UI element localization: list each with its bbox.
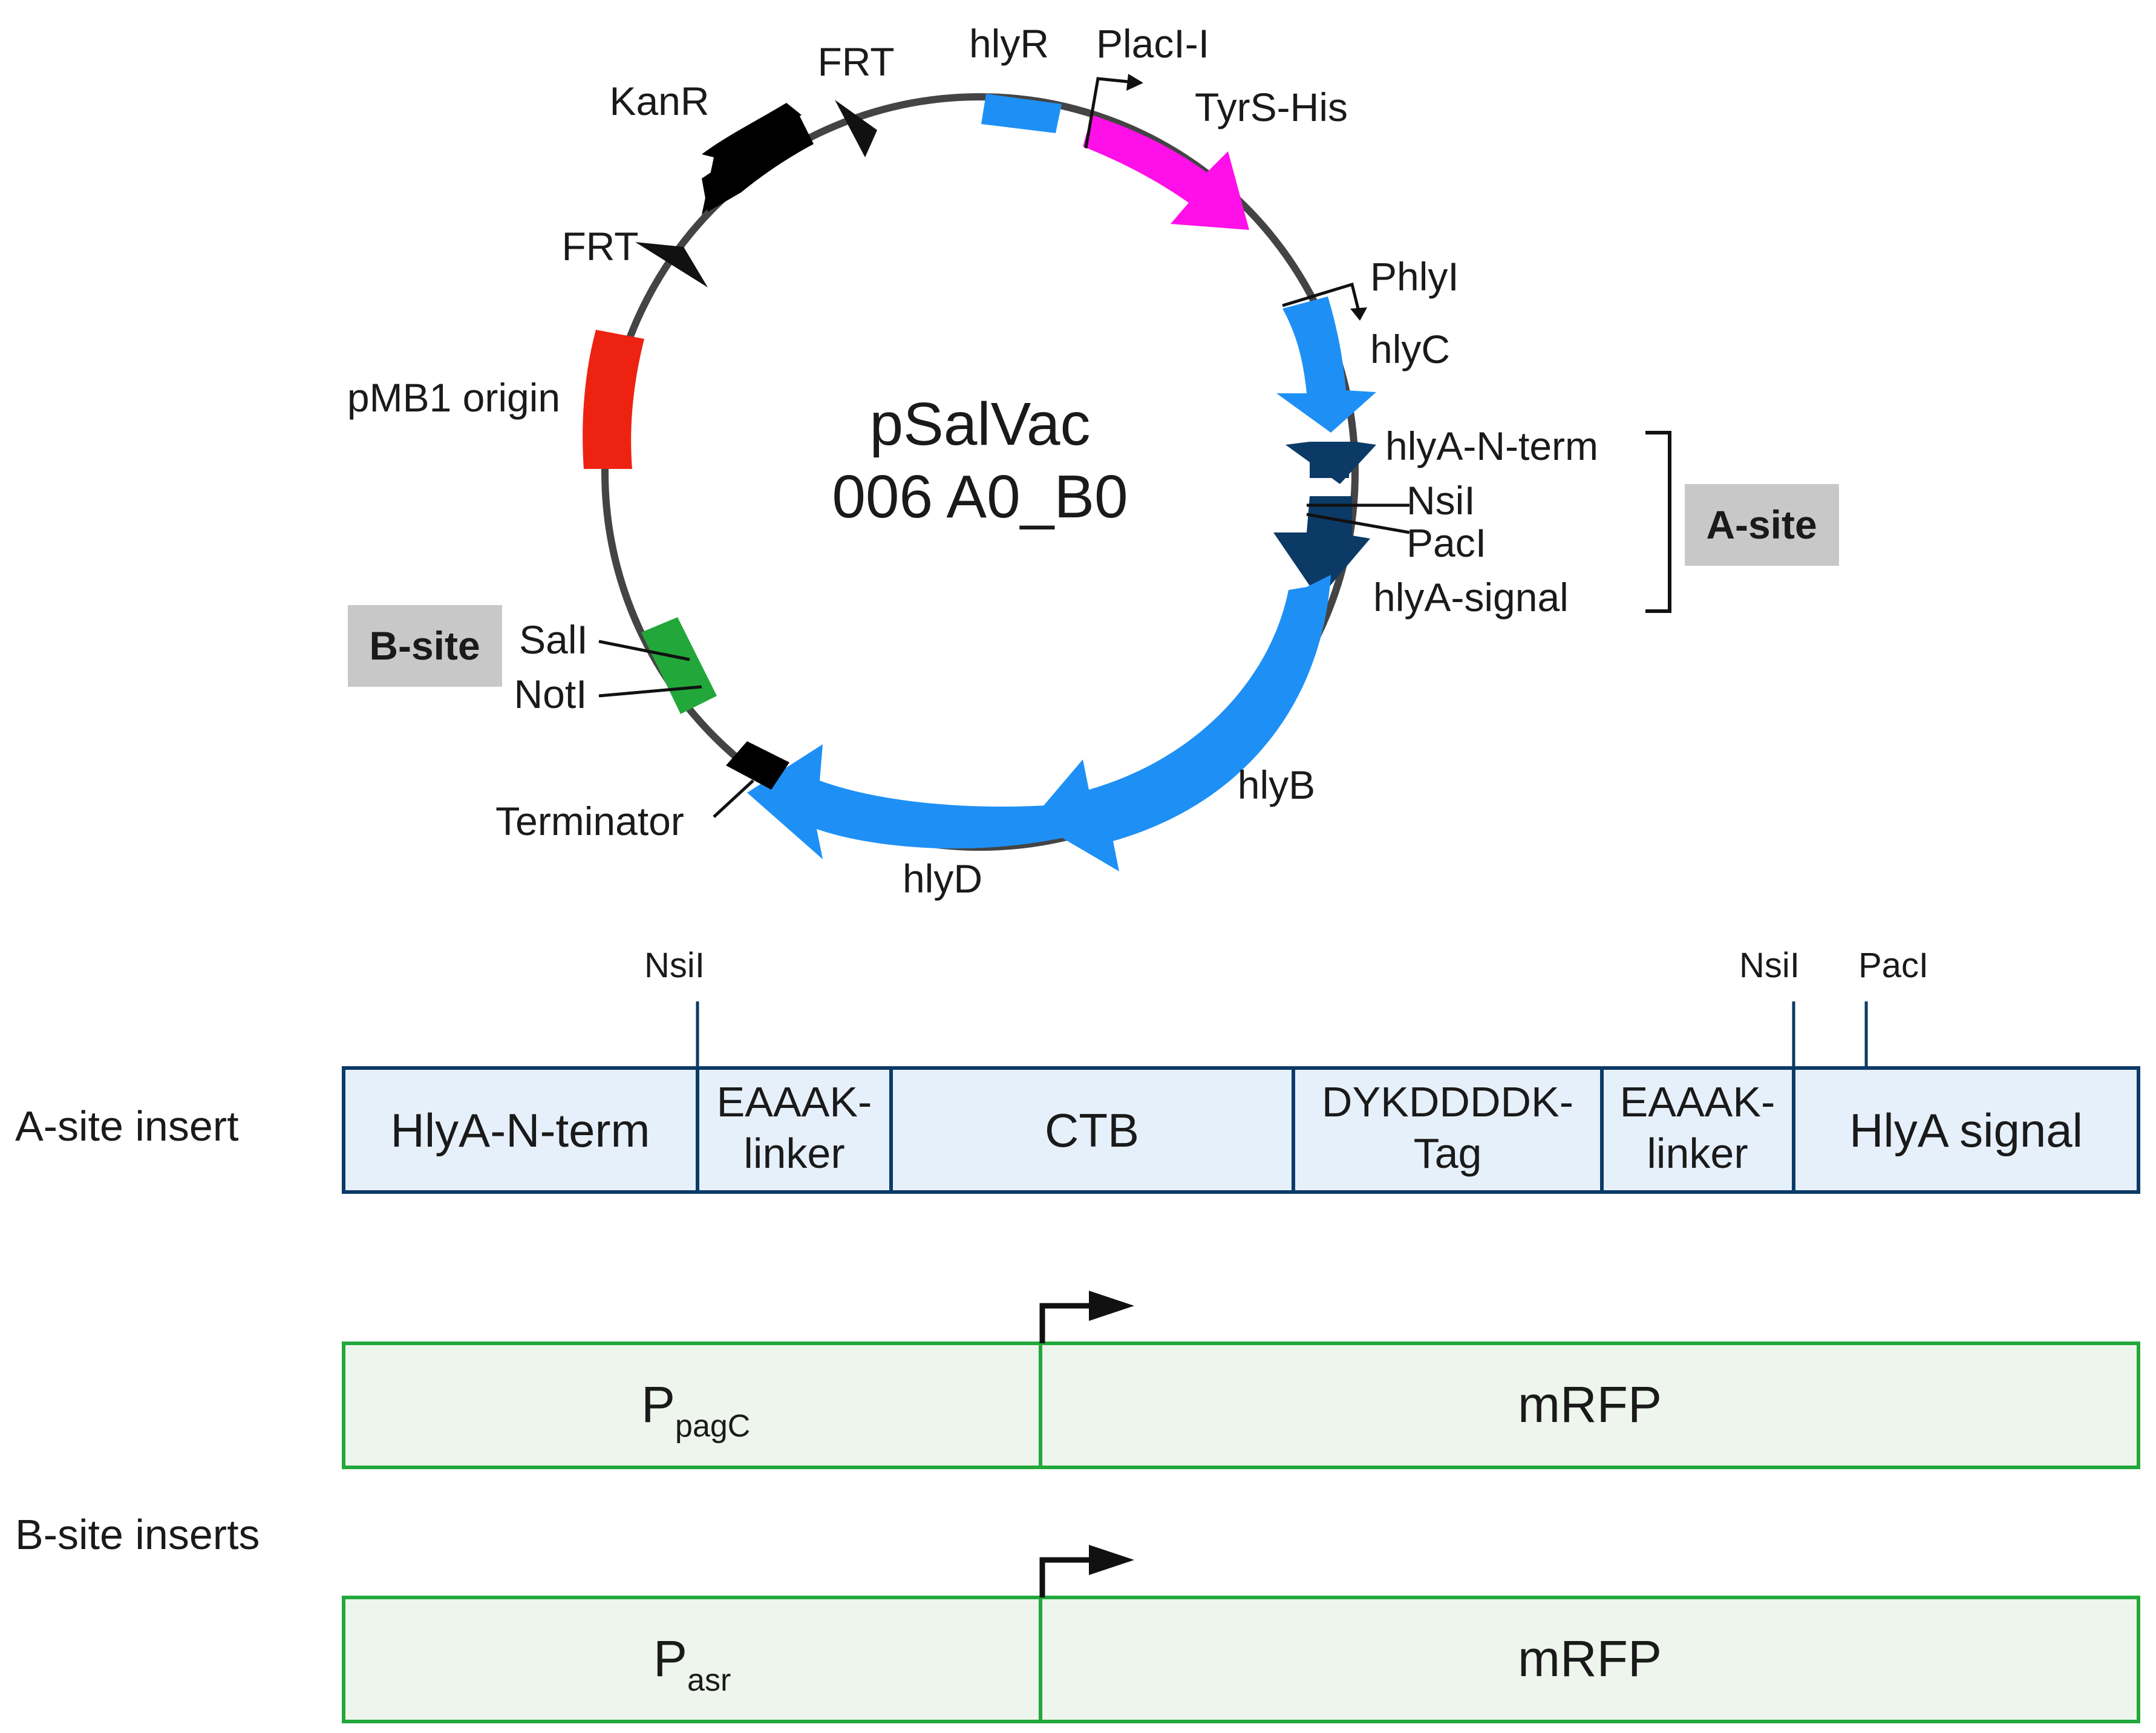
terminator-pointer-line bbox=[713, 779, 754, 818]
phlyI-arrowhead-icon bbox=[1350, 307, 1367, 321]
frt-left-icon bbox=[635, 242, 708, 287]
b2-gene-box bbox=[1039, 1596, 2140, 1723]
kanR-body bbox=[702, 114, 814, 212]
b1-promoter-sub: pagC bbox=[675, 1409, 750, 1444]
label-hlyA-nterm: hlyA-N-term bbox=[1385, 424, 1598, 468]
label-placI: PlacI-I bbox=[1096, 21, 1209, 66]
seg-eaaak2-label-2: linker bbox=[1647, 1130, 1748, 1177]
plasmid-name-line1: pSalVac bbox=[869, 390, 1090, 458]
b2-promoter-label: Pasr bbox=[653, 1630, 731, 1698]
hlyB-feature bbox=[1031, 575, 1331, 871]
label-hlyC: hlyC bbox=[1370, 327, 1450, 372]
plasmid-name-line2: 006 A0_B0 bbox=[832, 463, 1128, 531]
b-site-box bbox=[348, 605, 502, 687]
b2-gene-label: mRFP bbox=[1518, 1630, 1662, 1687]
hlyC-feature bbox=[1276, 296, 1376, 433]
b2-promoter-box bbox=[342, 1596, 1042, 1723]
label-hlyD: hlyD bbox=[903, 856, 982, 901]
placI-arrowhead-icon bbox=[1126, 74, 1143, 91]
cut-nsi-1-label: NsiI bbox=[644, 946, 705, 985]
b-insert-1: PpagC mRFP bbox=[342, 1291, 2140, 1469]
seg-dyk-box bbox=[1292, 1066, 1604, 1194]
tyrS-his-feature bbox=[1083, 115, 1249, 230]
b1-promoter-arrowhead-icon bbox=[1089, 1291, 1134, 1321]
label-pacI: PacI bbox=[1406, 520, 1486, 565]
hlyD-feature bbox=[747, 744, 1062, 859]
plasmid-map: A-site B-site pSalVac 006 A0_B0 hlyR Pla… bbox=[347, 21, 1839, 901]
b-site-label: B-site bbox=[369, 623, 480, 668]
b1-promoter-label: PpagC bbox=[641, 1376, 750, 1444]
seg-hlya-nterm-label: HlyA-N-term bbox=[391, 1104, 650, 1157]
b1-promoter-arrow-icon bbox=[1039, 1303, 1095, 1343]
a-site-label: A-site bbox=[1706, 502, 1817, 547]
b2-promoter-arrow-icon bbox=[1039, 1557, 1095, 1597]
seg-eaaak2-box bbox=[1600, 1066, 1795, 1194]
label-frt-top: FRT bbox=[817, 39, 894, 84]
a-site-insert: A-site insert NsiI NsiI PacI HlyA-N-term… bbox=[15, 946, 2140, 1194]
seg-eaaak1-label-1: EAAAK- bbox=[717, 1078, 872, 1125]
hlyR-feature bbox=[981, 94, 1062, 133]
b1-promoter-main: P bbox=[641, 1376, 675, 1433]
label-hlyB: hlyB bbox=[1238, 762, 1315, 807]
hlyA-nterm-body bbox=[1310, 460, 1349, 478]
label-notI: NotI bbox=[514, 672, 587, 716]
label-salI: SalI bbox=[519, 617, 588, 662]
seg-hlya-signal-box bbox=[1792, 1066, 2140, 1194]
a-site-box bbox=[1685, 484, 1839, 566]
label-phlyI: PhlyI bbox=[1370, 254, 1459, 299]
b2-promoter-main: P bbox=[653, 1630, 687, 1687]
b-inserts-row-label: B-site inserts bbox=[15, 1511, 260, 1558]
b1-gene-label: mRFP bbox=[1518, 1376, 1662, 1433]
seg-hlya-signal-label: HlyA signal bbox=[1849, 1104, 2083, 1157]
b1-gene-box bbox=[1039, 1342, 2140, 1469]
pacI-site-line bbox=[1306, 513, 1410, 534]
label-terminator: Terminator bbox=[495, 799, 684, 844]
seg-hlya-nterm-box bbox=[342, 1066, 699, 1194]
seg-ctb-label: CTB bbox=[1045, 1104, 1139, 1157]
label-frt-left: FRT bbox=[561, 224, 638, 269]
notI-site-line bbox=[598, 685, 702, 698]
seg-ctb-box bbox=[889, 1066, 1295, 1194]
cut-nsi-2-label: NsiI bbox=[1739, 946, 1800, 985]
b2-promoter-arrowhead-icon bbox=[1089, 1545, 1134, 1575]
seg-dyk-label-2: Tag bbox=[1414, 1130, 1482, 1177]
phlyI-promoter-icon bbox=[1282, 282, 1360, 309]
seg-eaaak1-box bbox=[696, 1066, 893, 1194]
a-insert-row-label: A-site insert bbox=[15, 1102, 239, 1150]
b-site-inserts: B-site inserts PpagC mRFP Pasr mRFP bbox=[15, 1291, 2140, 1723]
label-hlyR: hlyR bbox=[969, 21, 1049, 66]
label-tyrS: TyrS-His bbox=[1195, 85, 1348, 129]
label-pmb1: pMB1 origin bbox=[347, 375, 560, 420]
frt-top-icon bbox=[835, 100, 877, 157]
b-site-feature bbox=[641, 617, 717, 714]
b-insert-2: Pasr mRFP bbox=[342, 1545, 2140, 1723]
a-site-bracket bbox=[1645, 431, 1671, 613]
seg-dyk-label-1: DYKDDDDK- bbox=[1322, 1078, 1573, 1125]
seg-eaaak1-label-2: linker bbox=[743, 1130, 844, 1177]
label-nsiI: NsiI bbox=[1406, 478, 1475, 523]
salI-site-line bbox=[598, 640, 690, 661]
label-kanR: KanR bbox=[609, 79, 709, 123]
b1-promoter-box bbox=[342, 1342, 1042, 1469]
b2-promoter-sub: asr bbox=[687, 1663, 731, 1698]
pmb1-origin-feature bbox=[583, 330, 644, 469]
terminator-feature bbox=[726, 741, 789, 790]
cut-pac-label: PacI bbox=[1858, 946, 1929, 985]
seg-eaaak2-label-1: EAAAK- bbox=[1620, 1078, 1775, 1125]
label-hlyA-signal: hlyA-signal bbox=[1373, 575, 1569, 620]
placI-promoter-icon bbox=[1084, 77, 1129, 149]
